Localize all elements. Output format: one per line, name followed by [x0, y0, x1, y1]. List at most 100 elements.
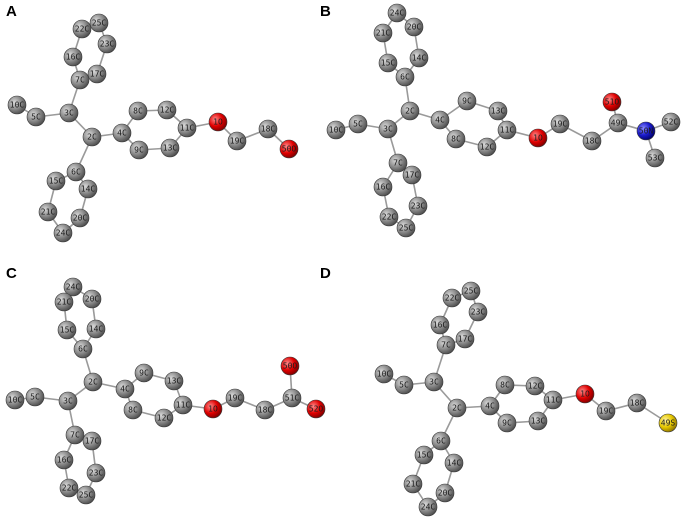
atom-17C: 17C	[455, 329, 475, 349]
atom-52O: 52O	[306, 399, 326, 419]
atom-sphere	[528, 128, 548, 148]
atom-1O: 1O	[208, 112, 228, 132]
atom-label: 20C	[407, 23, 422, 32]
atom-51O: 51O	[602, 92, 622, 112]
atom-label: 8C	[128, 406, 138, 415]
atom-sphere	[59, 478, 79, 498]
atom-sphere	[373, 177, 393, 197]
atom-label: 19C	[228, 394, 243, 403]
atom-sphere	[173, 395, 193, 415]
atom-22C: 22C	[72, 19, 92, 39]
atom-label: 23C	[411, 202, 426, 211]
atom-sphere	[5, 390, 25, 410]
atom-22C: 22C	[379, 207, 399, 227]
atom-label: 9C	[502, 419, 512, 428]
atom-sphere	[461, 281, 481, 301]
atom-sphere	[596, 401, 616, 421]
atom-3C: 3C	[424, 372, 444, 392]
atom-18C: 18C	[258, 119, 278, 139]
atom-label: 6C	[436, 437, 446, 446]
atom-sphere	[258, 119, 278, 139]
atom-53C: 53C	[645, 148, 665, 168]
atom-12C: 12C	[157, 100, 177, 120]
atom-sphere	[430, 110, 450, 130]
atom-4C: 4C	[115, 379, 135, 399]
atom-sphere	[497, 120, 517, 140]
atom-label: 49S	[661, 419, 676, 428]
atom-11C: 11C	[497, 120, 517, 140]
atom-sphere	[468, 302, 488, 322]
atom-sphere	[306, 399, 326, 419]
atom-50O: 50O	[279, 139, 299, 159]
atom-sphere	[57, 320, 77, 340]
atom-label: 21C	[406, 480, 421, 489]
atom-sphere	[497, 413, 517, 433]
atom-label: 16C	[433, 321, 448, 330]
atom-sphere	[82, 431, 102, 451]
atom-label: 13C	[491, 107, 506, 116]
atom-14C: 14C	[86, 319, 106, 339]
atom-3C: 3C	[58, 391, 78, 411]
atom-sphere	[402, 165, 422, 185]
atom-16C: 16C	[63, 47, 83, 67]
atom-7C: 7C	[388, 153, 408, 173]
atom-label: 7C	[75, 76, 85, 85]
atom-sphere	[129, 140, 149, 160]
atom-label: 15C	[417, 451, 432, 460]
atom-sphere	[661, 112, 681, 132]
atom-sphere	[112, 123, 132, 143]
atom-label: 13C	[531, 417, 546, 426]
atom-13C: 13C	[488, 101, 508, 121]
atom-label: 22C	[382, 213, 397, 222]
atom-label: 19C	[599, 407, 614, 416]
atom-label: 51O	[605, 98, 620, 107]
atom-13C: 13C	[164, 371, 184, 391]
atom-1O: 1O	[528, 128, 548, 148]
atom-17C: 17C	[82, 431, 102, 451]
atom-sphere	[25, 387, 45, 407]
atom-sphere	[66, 162, 86, 182]
atom-sphere	[455, 329, 475, 349]
atom-sphere	[408, 196, 428, 216]
atom-sphere	[575, 384, 595, 404]
atom-9C: 9C	[129, 140, 149, 160]
atom-sphere	[123, 400, 143, 420]
atom-label: 17C	[90, 70, 105, 79]
atom-13C: 13C	[528, 411, 548, 431]
atom-label: 12C	[157, 414, 172, 423]
atom-label: 53C	[648, 154, 663, 163]
atom-sphere	[82, 289, 102, 309]
atom-label: 18C	[585, 137, 600, 146]
atom-label: 7C	[441, 341, 451, 350]
atom-label: 20C	[438, 489, 453, 498]
atom-sphere	[54, 292, 74, 312]
atom-label: 19C	[553, 120, 568, 129]
atom-label: 7C	[393, 159, 403, 168]
atom-51C: 51C	[282, 388, 302, 408]
atom-49C: 49C	[608, 113, 628, 133]
atom-sphere	[70, 70, 90, 90]
atom-8C: 8C	[446, 129, 466, 149]
atom-label: 24C	[390, 9, 405, 18]
atom-15C: 15C	[378, 53, 398, 73]
atom-5C: 5C	[25, 387, 45, 407]
atom-label: 52O	[309, 405, 324, 414]
atom-24C: 24C	[63, 277, 83, 297]
atom-7C: 7C	[65, 425, 85, 445]
atom-sphere	[86, 463, 106, 483]
atom-sphere	[208, 112, 228, 132]
atom-label: 5C	[399, 381, 409, 390]
atom-5C: 5C	[394, 375, 414, 395]
atom-label: 17C	[405, 171, 420, 180]
atom-sphere	[396, 218, 416, 238]
atom-49S: 49S	[658, 413, 678, 433]
atom-11C: 11C	[543, 390, 563, 410]
atom-label: 49C	[611, 119, 626, 128]
atom-label: 23C	[100, 40, 115, 49]
atom-sphere	[400, 101, 420, 121]
atom-sphere	[447, 398, 467, 418]
atom-label: 51C	[285, 394, 300, 403]
